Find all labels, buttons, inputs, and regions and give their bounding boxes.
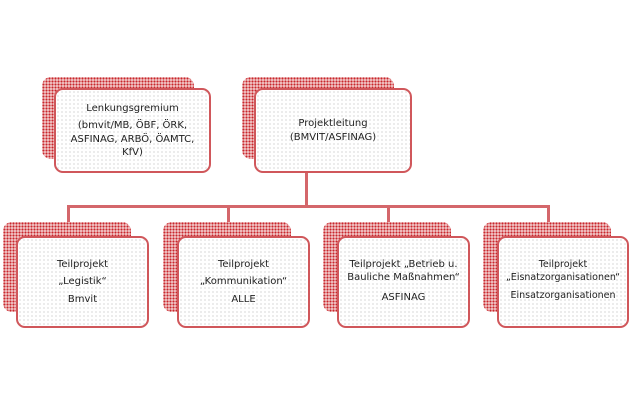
connector-horizontal xyxy=(67,205,550,208)
node-subtitle: (BMVIT/ASFINAG) xyxy=(289,131,377,143)
node-title: Projektleitung xyxy=(298,118,368,129)
node-line-3: ALLE xyxy=(231,293,256,305)
node-line-3: Einsatzorganisationen xyxy=(510,290,616,302)
node-line-2: „Kommunikation“ xyxy=(199,276,288,288)
node-title: Lenkungsgremium xyxy=(86,102,179,114)
node-line-1: Teilprojekt „Betrieb u. xyxy=(349,258,458,270)
node-teilprojekt-einsatzorganisationen: Teilprojekt „Eisnatzorganisationen“ Eins… xyxy=(497,236,629,328)
node-teilprojekt-betrieb: Teilprojekt „Betrieb u. Bauliche Maßnahm… xyxy=(337,236,470,328)
node-line-2: „Eisnatzorganisationen“ xyxy=(505,271,621,283)
node-line-2: Bauliche Maßnahmen“ xyxy=(347,272,460,284)
node-line-1: Teilprojekt xyxy=(56,258,109,270)
node-line-2: „Legistik“ xyxy=(58,276,107,288)
node-projektleitung: Projektleitung (BMVIT/ASFINAG) xyxy=(254,88,412,173)
node-lenkungsgremium: Lenkungsgremium (bmvit/MB, ÖBF, ÖRK, ASF… xyxy=(54,88,211,173)
connector-drop-4 xyxy=(547,205,550,223)
connector-drop-3 xyxy=(387,205,390,223)
node-line-3: Bmvit xyxy=(67,293,98,305)
node-teilprojekt-legistik: Teilprojekt „Legistik“ Bmvit xyxy=(16,236,149,328)
node-line-1: Teilprojekt xyxy=(217,258,270,270)
connector-drop-1 xyxy=(67,205,70,223)
node-teilprojekt-kommunikation: Teilprojekt „Kommunikation“ ALLE xyxy=(177,236,310,328)
node-line-1: Teilprojekt xyxy=(538,258,588,270)
connector-vertical-main xyxy=(305,172,308,208)
node-subtitle: (bmvit/MB, ÖBF, ÖRK, ASFINAG, ARBÖ, ÖAMT… xyxy=(70,120,195,158)
node-line-3: ASFINAG xyxy=(381,291,426,303)
connector-drop-2 xyxy=(227,205,230,223)
